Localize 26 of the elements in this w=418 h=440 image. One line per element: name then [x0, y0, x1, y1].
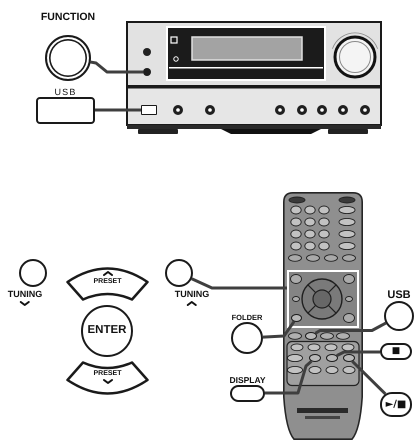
arc-button [66, 361, 149, 395]
button-label: USB [387, 290, 411, 300]
leader-line [95, 108, 141, 112]
button-label: FUNCTION [40, 12, 96, 22]
button-label: TUNING [174, 290, 210, 299]
leader-line [264, 360, 312, 394]
round-button [81, 305, 133, 357]
usb-port [141, 105, 157, 115]
leader-line [314, 322, 386, 335]
remote-control-drawing [283, 192, 363, 440]
button-label: ENTER [88, 325, 126, 337]
leader-line [336, 350, 380, 357]
button-label: TUNING [8, 290, 42, 299]
rounded-button [380, 343, 412, 360]
highlight-frame [287, 270, 359, 328]
leader-line [351, 360, 386, 396]
button-label: DISPLAY [229, 376, 266, 384]
leader-line [262, 320, 296, 339]
leader-line [90, 60, 143, 74]
rounded-button [380, 392, 412, 417]
stereo-unit-drawing [126, 21, 382, 136]
arc-button [66, 267, 149, 301]
leader-line [191, 277, 287, 290]
button-label: USB [54, 88, 77, 96]
button-symbol: ■ [392, 347, 400, 356]
button-symbol: ►/■ [386, 400, 406, 410]
